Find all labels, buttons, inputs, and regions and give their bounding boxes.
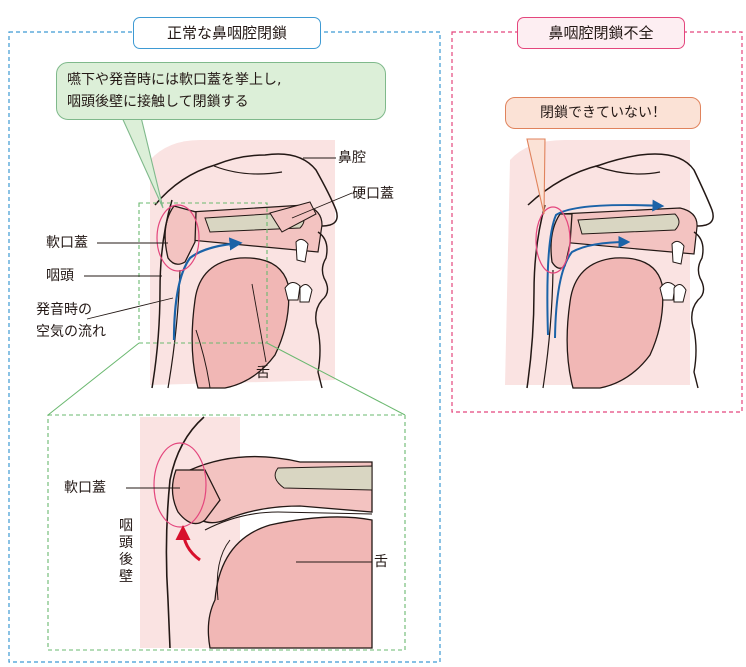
label-pharynx: 咽頭 xyxy=(46,267,74,285)
callout-line-1: 嚥下や発音時には軟口蓋を挙上し, xyxy=(67,69,375,91)
label-airflow-1: 発音時の xyxy=(36,301,92,319)
label-posterior-pharyngeal-wall: 咽頭後壁 xyxy=(118,518,134,586)
label-hard-palate: 硬口蓋 xyxy=(352,185,394,203)
label-nasal-cavity: 鼻腔 xyxy=(338,149,366,167)
label-tongue: 舌 xyxy=(256,364,270,382)
insufficiency-callout: 閉鎖できていない！ xyxy=(505,97,701,129)
label-soft-palate: 軟口蓋 xyxy=(46,234,88,252)
label-detail-tongue: 舌 xyxy=(374,553,388,571)
normal-closure-callout: 嚥下や発音時には軟口蓋を挙上し, 咽頭後壁に接触して閉鎖する xyxy=(56,62,386,120)
label-detail-soft-palate: 軟口蓋 xyxy=(64,479,106,497)
label-airflow-2: 空気の流れ xyxy=(36,323,106,341)
zoom-connector-left xyxy=(48,343,139,415)
callout-line-2: 咽頭後壁に接触して閉鎖する xyxy=(67,91,375,113)
insufficiency-title: 鼻咽腔閉鎖不全 xyxy=(517,17,685,49)
normal-closure-title: 正常な鼻咽腔閉鎖 xyxy=(133,17,321,49)
normal-head-diagram xyxy=(150,140,337,388)
